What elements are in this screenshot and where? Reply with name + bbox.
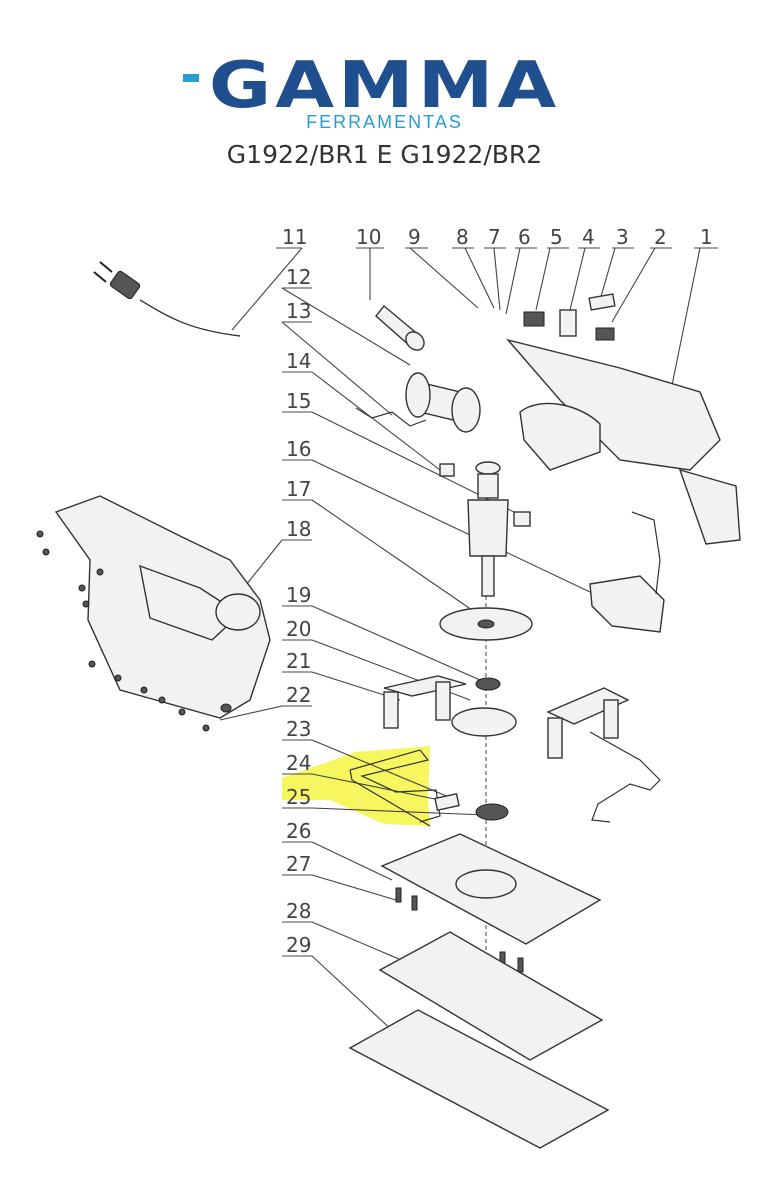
label-7: 7 [488,225,501,249]
logo-dash [183,74,199,82]
label-11: 11 [282,225,307,249]
power-cord [93,261,241,337]
wire-part-13 [355,407,427,427]
label-17: 17 [286,477,311,501]
switch-part-3 [588,293,616,311]
sandpaper-part-29 [348,1009,610,1149]
label-27: 27 [286,852,311,876]
brand-logo: GAMMA [0,50,769,120]
model-title: G1922/BR1 E G1922/BR2 [226,140,543,169]
label-13: 13 [286,299,311,323]
label-21: 21 [286,649,311,673]
block-part-5 [523,311,545,327]
armature-part-17 [467,461,509,597]
label-22: 22 [286,683,311,707]
stator-part-12 [405,372,481,433]
brand-name: GAMMA [208,46,561,123]
label-12: 12 [286,265,311,289]
label-19: 19 [286,583,311,607]
label-4: 4 [582,225,595,249]
housing-half-part-1 [506,338,741,545]
label-3: 3 [616,225,629,249]
housing-half-part-18 [54,495,271,719]
label-1: 1 [700,225,713,249]
connector-part-14 [439,463,455,477]
label-23: 23 [286,717,311,741]
pad-part-28 [378,931,604,1061]
connector-part-16 [513,511,531,527]
spring-wire-part-25 [349,749,460,827]
label-10: 10 [356,225,381,249]
leader-lines [219,247,718,1046]
cylinder-part-10 [375,305,425,351]
brand-subtitle: FERRAMENTAS [306,112,463,132]
label-18: 18 [286,517,311,541]
label-8: 8 [456,225,469,249]
part-labels: 1 2 3 4 5 6 7 8 9 10 11 12 13 14 15 16 1… [282,225,713,957]
bearing-part-20 [475,677,501,691]
label-6: 6 [518,225,531,249]
label-16: 16 [286,437,311,461]
left-screws [36,530,210,732]
label-2: 2 [654,225,667,249]
label-28: 28 [286,899,311,923]
label-29: 29 [286,933,311,957]
label-24: 24 [286,751,311,775]
block-part-4 [559,309,577,337]
label-9: 9 [408,225,421,249]
bracket-part-16 [589,511,665,633]
label-5: 5 [550,225,563,249]
bearing-part-26 [475,803,509,821]
base-plate-part-27 [380,833,602,945]
label-25: 25 [286,785,311,809]
bracket-part-21 [383,675,467,729]
highlight-part-25 [282,746,430,826]
label-26: 26 [286,819,311,843]
switch-part-2 [595,327,615,341]
fan-part-19 [439,607,533,641]
label-20: 20 [286,617,311,641]
screws [395,887,524,973]
right-bracket-assembly [546,687,661,823]
label-14: 14 [286,349,311,373]
label-15: 15 [286,389,311,413]
fan-part-22 [451,707,517,737]
